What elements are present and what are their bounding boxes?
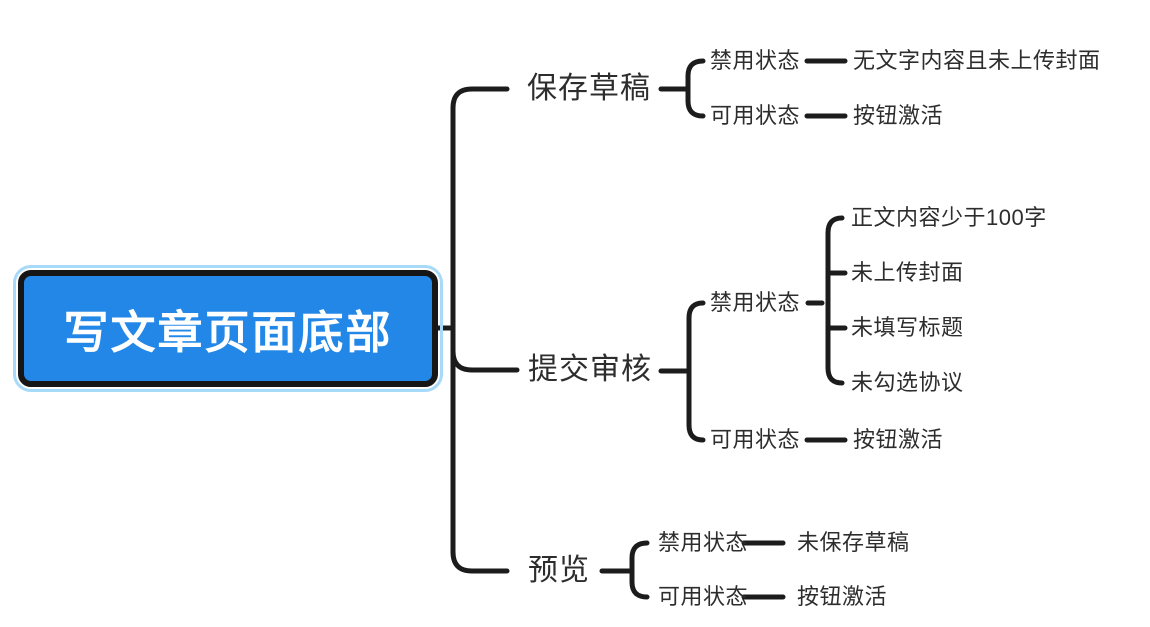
state-node-submit-disabled[interactable]: 禁用状态 (710, 290, 801, 315)
branch-node-preview[interactable]: 预览 (528, 554, 590, 587)
branch-node-save-draft[interactable]: 保存草稿 (527, 72, 651, 105)
leaf-node-body-under-100-chars[interactable]: 正文内容少于100字 (851, 205, 1047, 230)
branch-save-draft-bracket (685, 58, 706, 119)
leaf-node-draft-not-saved[interactable]: 未保存草稿 (797, 530, 910, 555)
state-node-preview-disabled[interactable]: 禁用状态 (658, 530, 749, 555)
trunk-middle-stub-line (450, 348, 520, 373)
root-node[interactable]: 写文章页面底部 (18, 270, 438, 387)
state-node-preview-enabled[interactable]: 可用状态 (658, 584, 749, 609)
branch-preview-bracket (629, 540, 650, 600)
leaf-node-no-title[interactable]: 未填写标题 (851, 315, 964, 340)
leaf-node-save-draft-button-active[interactable]: 按钮激活 (853, 103, 944, 128)
branch-submit-leaf-bracket (825, 215, 845, 386)
leaf-node-agreement-unchecked[interactable]: 未勾选协议 (851, 370, 964, 395)
leaf-node-preview-button-active[interactable]: 按钮激活 (797, 584, 888, 609)
leaf-node-submit-button-active[interactable]: 按钮激活 (853, 427, 944, 452)
leaf-node-no-text-no-cover[interactable]: 无文字内容且未上传封面 (853, 48, 1101, 73)
trunk-line (450, 86, 510, 574)
state-node-save-draft-disabled[interactable]: 禁用状态 (710, 48, 801, 73)
root-node-label: 写文章页面底部 (63, 307, 393, 358)
root-node-selection-outline: 写文章页面底部 (13, 265, 443, 392)
leaf-node-no-cover-uploaded[interactable]: 未上传封面 (851, 260, 964, 285)
branch-submit-bracket (686, 300, 706, 443)
state-node-submit-enabled[interactable]: 可用状态 (710, 427, 801, 452)
state-node-save-draft-enabled[interactable]: 可用状态 (710, 103, 801, 128)
branch-node-submit-review[interactable]: 提交审核 (528, 353, 652, 386)
